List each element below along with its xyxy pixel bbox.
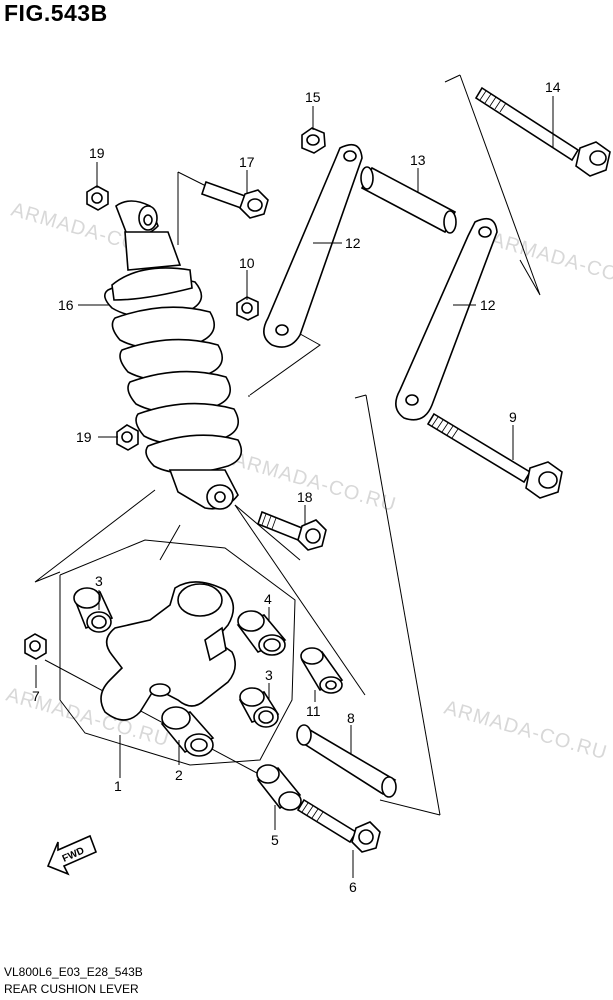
callout-10: 10 xyxy=(239,255,255,271)
watermark-2: ARMADA-CO.RU xyxy=(489,229,613,297)
callout-13: 13 xyxy=(410,152,426,168)
bushing-2 xyxy=(160,706,215,757)
callout-2: 2 xyxy=(175,767,183,783)
collar-11 xyxy=(300,647,344,694)
callout-19b: 19 xyxy=(76,429,92,445)
bushing-3a xyxy=(73,587,114,633)
callout-8: 8 xyxy=(347,710,355,726)
collar-5 xyxy=(256,764,302,811)
callout-12b: 12 xyxy=(480,297,496,313)
callout-7: 7 xyxy=(32,688,40,704)
callout-1: 1 xyxy=(114,778,122,794)
bushing-3b xyxy=(238,687,280,728)
callout-3b: 3 xyxy=(265,667,273,683)
nut-15 xyxy=(301,127,326,154)
bushing-4 xyxy=(236,610,287,656)
nut-10 xyxy=(236,296,259,321)
tie-rod-12a xyxy=(263,143,363,348)
figure-code: VL800L6_E03_E28_543B xyxy=(4,965,143,979)
nut-7 xyxy=(24,633,47,660)
leader-lines xyxy=(35,96,554,878)
tie-rod-12b xyxy=(395,217,498,421)
bolt-14 xyxy=(474,86,611,177)
callout-numbers: 19 17 15 13 14 12 12 10 16 19 9 18 3 4 3… xyxy=(32,79,561,895)
bolt-6 xyxy=(296,798,381,853)
watermark-5: ARMADA-CO.RU xyxy=(442,697,610,765)
bolt-9 xyxy=(426,412,563,499)
bolt-17 xyxy=(200,180,269,219)
cushion-lever-1 xyxy=(100,581,236,721)
nut-19a xyxy=(86,185,109,211)
callout-15: 15 xyxy=(305,89,321,105)
callout-9: 9 xyxy=(509,409,517,425)
callout-14: 14 xyxy=(545,79,561,95)
nut-19b xyxy=(116,424,139,451)
callout-5: 5 xyxy=(271,832,279,848)
callout-16: 16 xyxy=(58,297,74,313)
sleeve-8 xyxy=(296,724,397,798)
callout-12a: 12 xyxy=(345,235,361,251)
fwd-arrow-icon: FWD xyxy=(46,834,98,876)
watermark-3: ARMADA-CO.RU xyxy=(231,449,399,517)
callout-11: 11 xyxy=(306,703,321,719)
callout-19a: 19 xyxy=(89,145,105,161)
figure-caption: REAR CUSHION LEVER xyxy=(4,982,139,996)
bolt-18 xyxy=(257,510,327,551)
callout-6: 6 xyxy=(349,879,357,895)
callout-3a: 3 xyxy=(95,573,103,589)
shock-absorber-16 xyxy=(104,200,243,510)
callout-4: 4 xyxy=(264,591,272,607)
callout-17: 17 xyxy=(239,154,255,170)
callout-18: 18 xyxy=(297,489,313,505)
guide-lines xyxy=(34,74,541,816)
figure-title: FIG.543B xyxy=(4,0,108,26)
lever-bracket-outline xyxy=(59,539,296,766)
sleeve-13 xyxy=(360,166,457,234)
